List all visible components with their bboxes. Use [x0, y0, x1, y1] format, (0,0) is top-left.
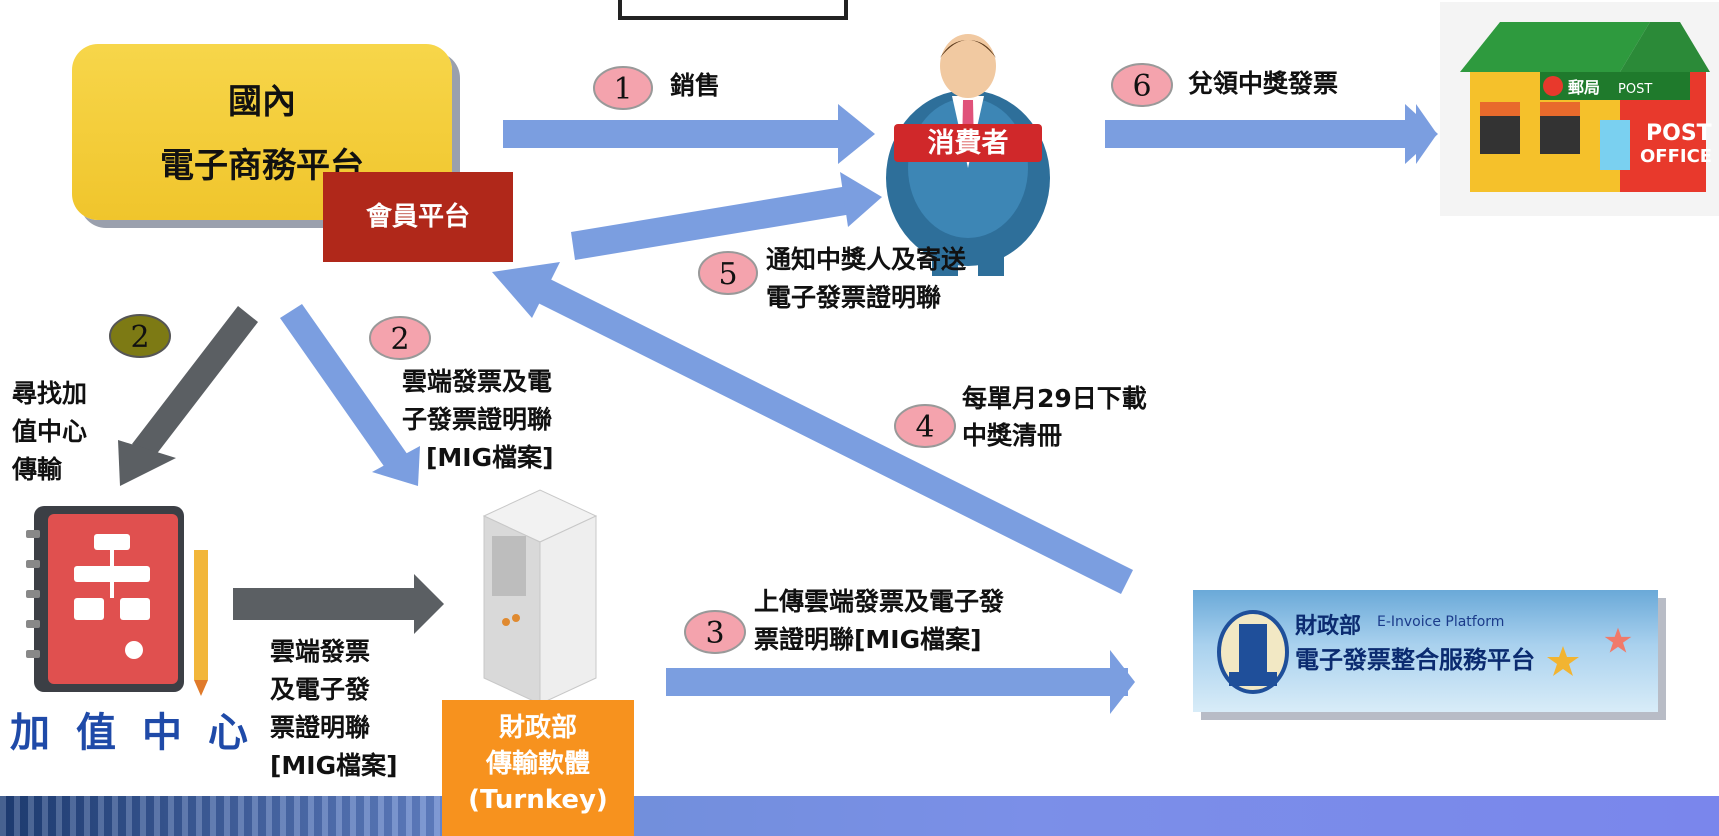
step-2-cloud-marker: 2: [369, 316, 431, 360]
step-4-label-line1: 每單月29日下載: [962, 384, 1147, 413]
step-2b-label-line2: 子發票證明聯: [402, 405, 553, 434]
step-2b-label-line1: 雲端發票及電: [402, 367, 553, 396]
step-2a-label-line2: 值中心: [12, 417, 88, 446]
step-4-number: 4: [915, 410, 934, 445]
step-5-marker: 5: [698, 251, 758, 295]
vac-turnkey-label-line3: 票證明聯: [270, 713, 371, 742]
step-4-label-line2: 中獎清冊: [962, 421, 1063, 450]
post-office-building: 郵局 POST POST OFFICE: [1440, 2, 1719, 216]
step-3-label-line2: 票證明聯[MIG檔案]: [754, 625, 982, 654]
partial-frame: [618, 0, 848, 20]
step-6-number: 6: [1132, 69, 1151, 104]
step-2b-number: 2: [390, 322, 409, 357]
arrow-sales: [503, 104, 875, 164]
step-2a-number: 2: [130, 320, 149, 355]
domestic-label-line1: 國內: [228, 82, 296, 122]
einvoice-subtitle: 電子發票整合服務平台: [1295, 646, 1535, 674]
arrow-notify: [571, 172, 882, 260]
step-3-label-line1: 上傳雲端發票及電子發: [754, 587, 1005, 616]
arrow-redeem: [1105, 104, 1438, 164]
step-5-label-line1: 通知中獎人及寄送: [766, 245, 967, 274]
post-brand: 郵局: [1568, 78, 1600, 97]
turnkey-overlay-line1: 財政部: [498, 713, 577, 743]
vac-label: 加值中心: [10, 710, 274, 756]
member-platform: 會員平台: [323, 172, 513, 262]
vac-turnkey-label-line2: 及電子發: [270, 675, 371, 704]
turnkey-server-icon: [482, 489, 598, 705]
mof-seal-icon: [1217, 610, 1289, 694]
arrow-download-list: [492, 262, 1133, 594]
vac-turnkey-label-line4: [MIG檔案]: [270, 751, 398, 780]
arrow-cloud-invoice: [280, 304, 420, 486]
step-1-number: 1: [613, 72, 632, 107]
vac-notebook-icon: [26, 506, 208, 696]
arrow-find-vac: [118, 306, 258, 486]
arrow-vac-to-turnkey: [233, 574, 444, 634]
step-5-number: 5: [718, 257, 737, 292]
step-6-marker: 6: [1111, 63, 1173, 107]
step-2a-label-line1: 尋找加: [12, 379, 88, 408]
step-6-label: 兌領中獎發票: [1188, 69, 1339, 98]
star-icon: [1604, 627, 1632, 653]
post-sign-big-2: OFFICE: [1640, 146, 1712, 167]
post-sign-small: POST: [1618, 82, 1652, 97]
turnkey-overlay-line3: (Turnkey): [468, 785, 608, 815]
step-2a-label-line3: 傳輸: [12, 455, 63, 484]
footer-band: [0, 796, 1719, 836]
step-3-marker: 3: [684, 610, 746, 654]
footer-texture: [0, 796, 440, 836]
einvoice-platform-card: 財政部 E-Invoice Platform 電子發票整合服務平台: [1193, 590, 1658, 712]
arrow-upload: [666, 650, 1135, 714]
consumer-figure: 消費者: [886, 34, 1050, 276]
post-sign-big-1: POST: [1646, 121, 1712, 146]
step-1-marker: 1: [593, 66, 653, 110]
star-icon: [1547, 646, 1579, 676]
einvoice-title: 財政部: [1295, 614, 1362, 639]
step-2b-label-line3: [MIG檔案]: [426, 443, 554, 472]
turnkey-overlay-line2: 傳輸軟體: [485, 749, 590, 779]
einvoice-english: E-Invoice Platform: [1377, 614, 1505, 630]
consumer-badge-text: 消費者: [928, 128, 1009, 159]
step-5-label-line2: 電子發票證明聯: [766, 283, 942, 312]
step-3-number: 3: [705, 616, 724, 651]
step-1-label: 銷售: [670, 71, 721, 100]
turnkey-software-overlay: 財政部 傳輸軟體 (Turnkey): [442, 700, 634, 836]
vac-turnkey-label-line1: 雲端發票: [270, 637, 371, 666]
step-4-marker: 4: [894, 404, 956, 448]
step-2-vac-marker: 2: [109, 314, 171, 358]
